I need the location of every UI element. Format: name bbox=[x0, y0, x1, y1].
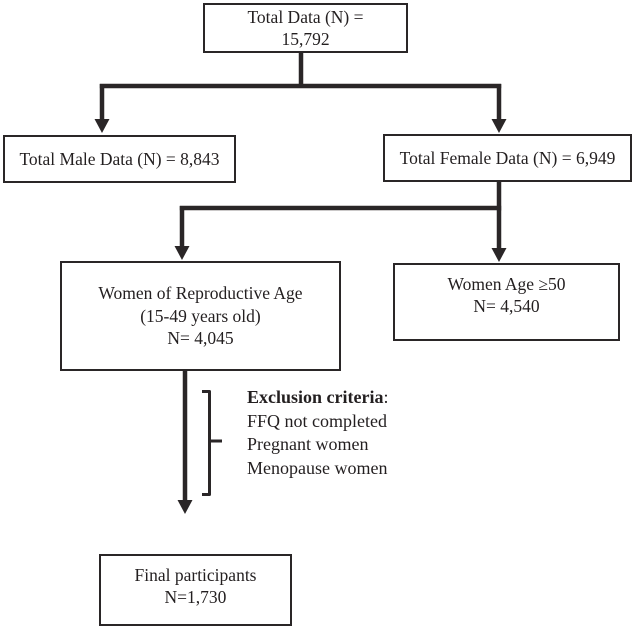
arrowhead-female bbox=[491, 119, 507, 133]
box-total-data-line2: 15,792 bbox=[281, 29, 330, 49]
box-final-participants: Final participants N=1,730 bbox=[99, 554, 292, 626]
box-reproductive-age-line1: Women of Reproductive Age bbox=[98, 283, 303, 304]
arrowhead-final bbox=[177, 500, 193, 514]
arrowhead-male bbox=[94, 119, 110, 133]
box-reproductive-age-line3: N= 4,045 bbox=[167, 328, 234, 349]
box-total-female-label: Total Female Data (N) = 6,949 bbox=[399, 147, 616, 168]
box-women-age-50-line2: N= 4,540 bbox=[473, 296, 540, 316]
exclusion-item-ffq: FFQ not completed bbox=[247, 410, 387, 431]
box-reproductive-age: Women of Reproductive Age (15-49 years o… bbox=[60, 261, 341, 371]
arrowhead-reproductive bbox=[174, 246, 190, 260]
box-reproductive-age-line2: (15-49 years old) bbox=[140, 305, 261, 326]
exclusion-bracket bbox=[202, 390, 222, 496]
exclusion-item-menopause: Menopause women bbox=[247, 457, 388, 478]
box-total-male-label: Total Male Data (N) = 8,843 bbox=[19, 148, 220, 169]
exclusion-item-pregnant: Pregnant women bbox=[247, 434, 369, 454]
box-women-age-50-line1: Women Age ≥50 bbox=[447, 273, 566, 294]
box-final-participants-line2: N=1,730 bbox=[164, 587, 227, 608]
box-total-female: Total Female Data (N) = 6,949 bbox=[383, 134, 632, 182]
exclusion-criteria-title-line: Exclusion criteria: bbox=[247, 386, 432, 410]
box-final-participants-line1: Final participants bbox=[134, 565, 257, 585]
exclusion-criteria-colon: : bbox=[383, 387, 389, 407]
exclusion-criteria-block: Exclusion criteria: FFQ not completed Pr… bbox=[247, 386, 432, 480]
arrowhead-age50 bbox=[491, 248, 507, 262]
exclusion-criteria-title: Exclusion criteria bbox=[247, 387, 384, 407]
box-women-age-50: Women Age ≥50 N= 4,540 bbox=[393, 263, 620, 341]
box-total-data-line1: Total Data (N) = bbox=[247, 6, 364, 27]
box-total-male: Total Male Data (N) = 8,843 bbox=[3, 135, 236, 183]
box-total-data: Total Data (N) = 15,792 bbox=[203, 3, 408, 53]
